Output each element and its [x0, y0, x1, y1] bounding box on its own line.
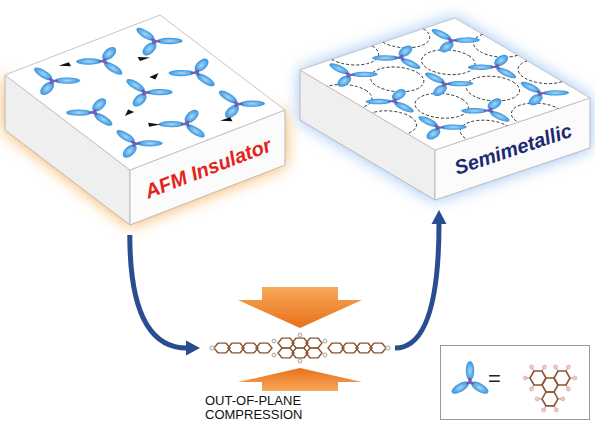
- slab-label: Semimetallic: [451, 118, 575, 180]
- legend-inset: =: [440, 345, 590, 420]
- slab-label: AFM Insulator: [141, 132, 274, 203]
- curved-arrow: [395, 210, 447, 348]
- insulator-slab: AFM Insulator: [0, 10, 295, 235]
- text-holder: Semimetallic: [451, 118, 575, 180]
- equals-sign: =: [488, 366, 501, 392]
- molecule-side-view: [210, 333, 390, 363]
- semimetal-slab: Semimetallic: [295, 10, 595, 210]
- compression-panel: OUT-OF-PLANE COMPRESSION: [200, 285, 395, 423]
- inset-ground: [440, 345, 590, 420]
- text-holder: AFM Insulator: [141, 132, 274, 203]
- text-holder: =: [488, 366, 501, 392]
- compression-arrow: [238, 368, 362, 391]
- compression-arrow: [238, 287, 362, 328]
- arrow-line: [395, 223, 439, 348]
- blue-glow: [300, 18, 590, 200]
- molecule-icon: [450, 361, 491, 396]
- triphenylene-structure: [523, 365, 577, 412]
- arrow-line: [130, 235, 187, 348]
- text-holder: OUT-OF-PLANE COMPRESSION: [205, 394, 325, 422]
- curved-arrow: [130, 235, 200, 356]
- arrow-head: [432, 210, 447, 224]
- insulator-slab-drawing: [5, 15, 285, 225]
- process-label: OUT-OF-PLANE COMPRESSION: [205, 394, 325, 422]
- semimetal-slab-drawing: [262, 1, 595, 200]
- arrow-head: [186, 341, 200, 356]
